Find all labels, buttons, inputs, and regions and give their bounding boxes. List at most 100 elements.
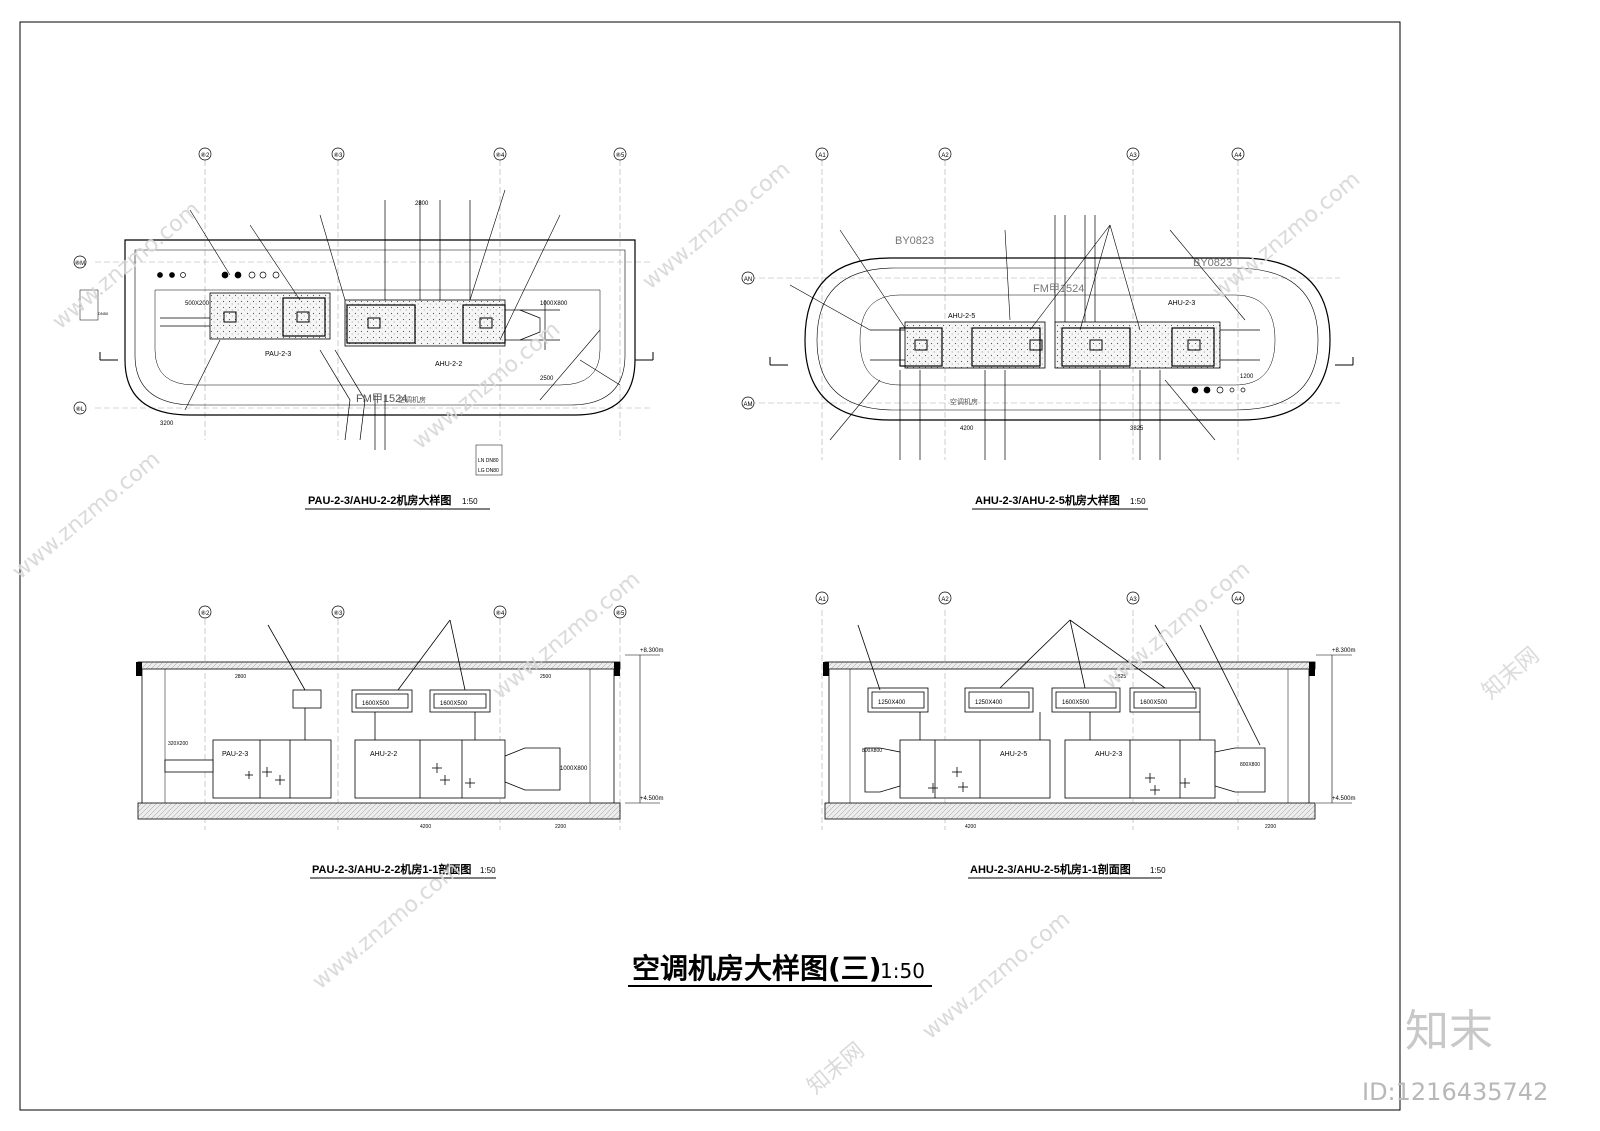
plan-left-grid-label: ⑧4 bbox=[496, 152, 505, 159]
section-right-scale: 1:50 bbox=[1150, 866, 1166, 875]
section-left-dim: 2800 bbox=[235, 674, 246, 680]
watermark-text: www.znzmo.com bbox=[488, 567, 645, 705]
section-right-grid-label: A2 bbox=[941, 597, 949, 603]
section-left-pau-2-3 bbox=[212, 739, 332, 799]
section-left-grid-label: ⑧4 bbox=[496, 610, 505, 617]
watermark-text: 知末网 bbox=[1478, 643, 1545, 705]
watermark-text: www.znzmo.com bbox=[638, 157, 795, 295]
section-right-duct-note: 1600X500 bbox=[1140, 700, 1168, 706]
section-right-duct-note: 1250X400 bbox=[975, 700, 1003, 706]
plan-right-unit-label: AHU-2-5 bbox=[948, 313, 975, 320]
section-left-duct-note: 1600X500 bbox=[440, 701, 468, 707]
plan-left-dim: 2800 bbox=[415, 201, 429, 207]
plan-left-pipe-note: DN50 bbox=[98, 311, 109, 316]
plan-right-title: AHU-2-3/AHU-2-5机房大样图 bbox=[975, 493, 1120, 507]
plan-left-row-label: ⑧L bbox=[76, 406, 85, 413]
section-left-unit-label: AHU-2-2 bbox=[370, 751, 397, 758]
section-right-duct-note: 1600X500 bbox=[1062, 700, 1090, 706]
section-left-title: PAU-2-3/AHU-2-2机房1-1剖面图 bbox=[312, 862, 471, 876]
plan-left-grid-label: ⑧2 bbox=[201, 152, 210, 159]
section-right-ahu-2-5 bbox=[899, 739, 1051, 799]
sheet-border bbox=[19, 21, 1401, 1111]
plan-left-room-wall bbox=[124, 239, 636, 416]
plan-left-pipe-legend bbox=[79, 289, 503, 476]
plan-right-note-fm: FM甲1524 bbox=[1033, 283, 1084, 295]
section-right-ahu-2-3 bbox=[1064, 739, 1216, 799]
section-right-level: +8.300m bbox=[1332, 648, 1356, 654]
plan-right-grid-label: A1 bbox=[818, 153, 826, 159]
plan-right-note-by: BY0823 bbox=[895, 235, 934, 247]
pau-2-3-unit bbox=[209, 292, 331, 340]
section-right-ceiling bbox=[824, 661, 1316, 670]
plan-right-grid-label: A4 bbox=[1234, 153, 1242, 159]
plan-left-note-fm: FM甲1524 bbox=[356, 393, 407, 405]
section-left-drawing: ⑧2 ⑧3 ⑧4 ⑧5 bbox=[136, 605, 664, 879]
plan-left-note-room: 空调机房 bbox=[398, 395, 426, 404]
plan-left-grid-label: ⑧3 bbox=[334, 152, 343, 159]
plan-left-dim: 1000X800 bbox=[540, 301, 568, 307]
section-right-dim: 2200 bbox=[1265, 824, 1276, 830]
section-right-grid-label: A1 bbox=[818, 597, 826, 603]
section-right-grid-label: A4 bbox=[1234, 597, 1242, 603]
section-right-drawing: A1 A2 A3 A4 bbox=[815, 591, 1356, 879]
section-left-dim: 2500 bbox=[540, 674, 551, 680]
watermark-text: www.znzmo.com bbox=[918, 907, 1075, 1045]
section-left-dim: 2200 bbox=[555, 824, 566, 830]
section-right-dim: 4200 bbox=[965, 824, 976, 830]
section-right-title: AHU-2-3/AHU-2-5机房1-1剖面图 bbox=[970, 862, 1131, 876]
plan-right-note-room: 空调机房 bbox=[950, 397, 978, 406]
plan-right-unit-label: AHU-2-3 bbox=[1168, 300, 1195, 307]
watermark-text: www.znzmo.com bbox=[1098, 557, 1255, 695]
section-left-scale: 1:50 bbox=[480, 866, 496, 875]
section-left-duct-note: 1600X500 bbox=[362, 701, 390, 707]
sheet-main-title: 空调机房大样图(三) bbox=[632, 952, 882, 985]
section-left-level: +4.500m bbox=[640, 796, 664, 802]
plan-right-dim: 1200 bbox=[1240, 374, 1254, 380]
plan-left-unit-label: AHU-2-2 bbox=[435, 361, 462, 368]
section-right-duct-note: 800X800 bbox=[862, 748, 882, 754]
section-left-grid-label: ⑧5 bbox=[616, 610, 625, 617]
section-left-unit-label: PAU-2-3 bbox=[222, 751, 248, 758]
plan-left-dim: 2500 bbox=[540, 376, 554, 382]
plan-left-grid-bubbles bbox=[73, 147, 627, 415]
watermark-text: www.znzmo.com bbox=[8, 447, 165, 585]
plan-left-pipe-note: LG DN80 bbox=[478, 468, 499, 474]
plan-left-drawing: ⑧2 ⑧3 ⑧4 ⑧5 ⑧M ⑧L PAU-2-3 AHU-2-2 bbox=[73, 147, 654, 510]
plan-left-title: PAU-2-3/AHU-2-2机房大样图 bbox=[308, 493, 451, 507]
section-right-floor bbox=[824, 802, 1316, 820]
plan-left-pipes bbox=[157, 271, 280, 279]
section-left-duct-note: 320X200 bbox=[168, 741, 188, 747]
section-left-grid-label: ⑧2 bbox=[201, 610, 210, 617]
plan-right-dim: 4200 bbox=[960, 426, 974, 432]
plan-left-dim: 500X200 bbox=[185, 301, 210, 307]
brand-id: ID:1216435742 bbox=[1362, 1078, 1548, 1106]
ahu-2-2-unit bbox=[344, 299, 506, 347]
plan-right-row-label: AN bbox=[744, 277, 752, 283]
section-left-ahu-2-2 bbox=[354, 739, 506, 799]
plan-left-ducts bbox=[160, 200, 560, 450]
plan-right-note-by: BY0823 bbox=[1193, 257, 1232, 269]
section-left-floor bbox=[137, 802, 621, 820]
watermark-text: 知末网 bbox=[803, 1038, 870, 1100]
plan-right-scale: 1:50 bbox=[1130, 497, 1146, 506]
watermark-text: www.znzmo.com bbox=[1208, 167, 1365, 305]
section-left-level: +8.300m bbox=[640, 648, 664, 654]
ahu-2-3-unit bbox=[1054, 321, 1221, 369]
section-right-grid-label: A3 bbox=[1129, 597, 1137, 603]
plan-right-grid-label: A2 bbox=[941, 153, 949, 159]
section-right-unit-label: AHU-2-5 bbox=[1000, 751, 1027, 758]
section-right-unit-label: AHU-2-3 bbox=[1095, 751, 1122, 758]
section-left-grid-label: ⑧3 bbox=[334, 610, 343, 617]
plan-left-row-label: ⑧M bbox=[75, 260, 85, 267]
watermark-text: www.znzmo.com bbox=[48, 197, 205, 335]
ahu-2-5-unit bbox=[904, 321, 1046, 369]
brand-logo: 知末 bbox=[1405, 1006, 1493, 1057]
section-right-level: +4.500m bbox=[1332, 796, 1356, 802]
plan-right-drawing: A1 A2 A3 A4 AN AM AHU-2-5 AHU-2-3 bbox=[741, 147, 1354, 510]
section-left-duct-note: 1000X800 bbox=[560, 766, 588, 772]
sheet-main-scale: 1:50 bbox=[880, 959, 925, 983]
section-left-dim: 4200 bbox=[420, 824, 431, 830]
plan-right-row-label: AM bbox=[744, 402, 753, 408]
plan-right-room-wall bbox=[804, 257, 1331, 421]
plan-left-pipe-note: LN DN80 bbox=[478, 458, 499, 464]
